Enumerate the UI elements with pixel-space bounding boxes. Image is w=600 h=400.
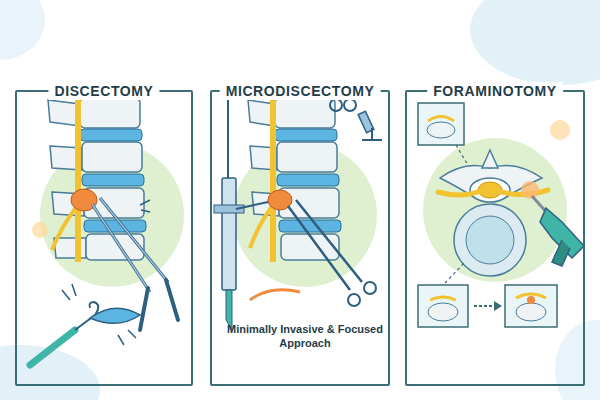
suction-line (227, 92, 229, 180)
motion-arrows (62, 284, 136, 345)
inset-nerve (430, 297, 456, 300)
disc (82, 174, 144, 186)
microdiscectomy-illustration (214, 92, 382, 330)
glow-dot (550, 120, 570, 140)
drill-handle (552, 240, 570, 266)
arrow-head (494, 301, 502, 311)
spinal-cord (478, 182, 502, 198)
disc (80, 129, 142, 141)
decompression-glow (521, 181, 539, 199)
vertebra (82, 142, 142, 172)
foraminotomy-illustration (418, 103, 584, 327)
caption-note: Minimally Invasive & Focused Approach (225, 322, 385, 350)
disc (84, 220, 146, 232)
microscope-icon (330, 99, 382, 140)
disc-core (466, 216, 514, 264)
procedure-panel: FORAMINOTOMY (405, 90, 585, 386)
blob (470, 0, 600, 85)
inset-vertebra (427, 122, 455, 138)
retractor-arm (236, 202, 268, 209)
disc-fragment (90, 308, 140, 323)
hook-handle (30, 330, 75, 365)
pressure-arrows (140, 200, 150, 212)
forceps-ring (364, 282, 376, 294)
arrow-line (474, 305, 496, 307)
inset-spot (527, 296, 535, 304)
inset-nerve (428, 117, 454, 122)
panel-heading: DISCECTOMY (48, 82, 159, 100)
vertebra (277, 142, 337, 172)
binocular (330, 99, 342, 111)
inset-box (505, 285, 557, 327)
procedure-panel: DISCECTOMY (15, 90, 193, 386)
forceps (92, 198, 168, 292)
tube-retractor (222, 178, 236, 290)
nerve-root (52, 205, 78, 250)
nerve (75, 92, 81, 262)
leader-line (445, 262, 465, 283)
forceps-handle (140, 280, 178, 330)
panel-heading: FORAMINOTOMY (427, 82, 563, 100)
inset-vertebra (516, 303, 546, 321)
nerve (270, 92, 276, 262)
nerve-root (250, 205, 273, 248)
incision (250, 290, 300, 300)
glow-dot (32, 222, 48, 238)
micro-forceps (288, 200, 362, 290)
disc (279, 220, 341, 232)
discectomy-illustration (30, 92, 184, 365)
panel-heading: MICRODISCECTOMY (220, 82, 381, 100)
blob (555, 320, 600, 400)
inset-box (418, 285, 468, 327)
vertebra (80, 98, 140, 128)
forceps-ring (348, 294, 360, 306)
inset-box (418, 103, 464, 145)
inset-vertebra (428, 303, 458, 321)
blob (0, 0, 45, 60)
forceps-shine (92, 198, 168, 292)
microscope-base (362, 128, 382, 140)
binocular (344, 99, 356, 111)
disc (275, 129, 337, 141)
disc (277, 174, 339, 186)
vertebra (275, 98, 335, 128)
spinous-process (482, 150, 498, 168)
vertebral-body (454, 204, 526, 276)
